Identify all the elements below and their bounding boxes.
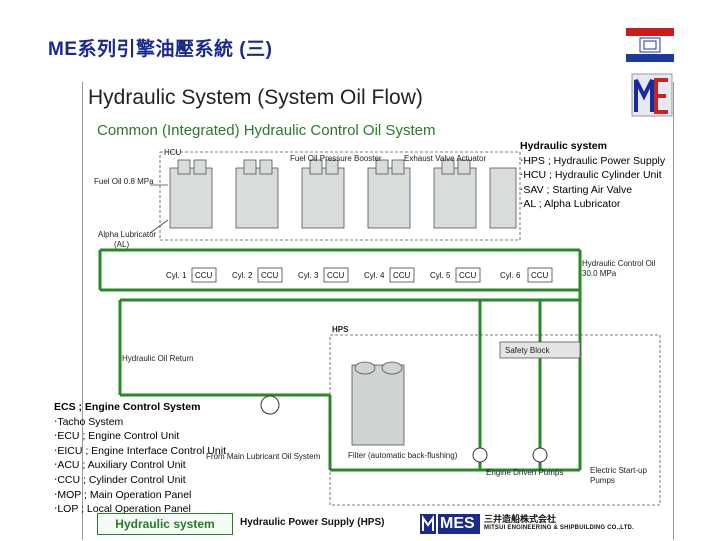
safety-block-label: Safety Block — [505, 346, 550, 355]
filter-unit — [351, 361, 405, 446]
hyd-pressure-label: 30.0 MPa — [582, 269, 617, 278]
hydraulic-system-legend: Hydraulic system ‧HPS ; Hydraulic Power … — [520, 139, 665, 212]
legend-item: ‧EICU ; Engine Interface Control Unit — [54, 444, 226, 457]
cyl-label: Cyl. 2 — [232, 271, 253, 280]
fuel-booster-label: Fuel Oil Pressure Booster — [290, 154, 382, 163]
hcu-frame — [159, 151, 521, 241]
legend-item: ‧HPS ; Hydraulic Power Supply — [520, 154, 666, 167]
fuel-oil-label: Fuel Oil 0.8 MPa — [94, 177, 154, 186]
ecs-legend: ECS ; Engine Control System ‧Tacho Syste… — [54, 400, 226, 517]
company-name: 三井造船株式会社 MITSUI ENGINEERING & SHIPBUILDI… — [484, 512, 672, 538]
ccu-label: CCU — [327, 271, 345, 280]
legend-item: ‧ECU ; Engine Control Unit — [54, 430, 180, 443]
legend-heading: ECS ; Engine Control System — [54, 401, 201, 413]
hydraulic-diagram-panel — [82, 82, 674, 540]
me-engine-logo — [631, 73, 673, 117]
engine-pumps-label: Engine Driven Pumps — [486, 468, 564, 477]
hydraulic-system-button[interactable]: Hydraulic system — [97, 513, 233, 535]
diagram-title: Hydraulic System (System Oil Flow) — [88, 86, 423, 109]
company-name-en: MITSUI ENGINEERING & SHIPBUILDING CO.,LT… — [484, 525, 634, 531]
cyl-label: Cyl. 1 — [166, 271, 187, 280]
hps-caption: Hydraulic Power Supply (HPS) — [240, 517, 385, 528]
hps-label: HPS — [332, 325, 349, 334]
mes-logo-text: MES — [440, 515, 475, 532]
safety-block — [499, 341, 581, 359]
legend-heading: Hydraulic system — [520, 140, 607, 152]
cyl-label: Cyl. 6 — [500, 271, 521, 280]
company-flag-logo — [626, 28, 674, 62]
exhaust-actuator-label: Exhaust Valve Actuator — [404, 154, 487, 163]
alpha-lub-label: Alpha Lubricator — [98, 230, 157, 239]
electric-pumps-label-2: Pumps — [590, 476, 615, 485]
cyl-label: Cyl. 3 — [298, 271, 319, 280]
legend-item: ‧CCU ; Cylinder Control Unit — [54, 473, 186, 486]
hps-frame — [329, 334, 661, 506]
ccu-label: CCU — [261, 271, 279, 280]
slide-title: ME系列引擎油壓系統 (三) — [48, 39, 273, 60]
from-main-lub-label: From Main Lubricant Oil System — [206, 452, 321, 461]
legend-item: ‧ACU ; Auxiliary Control Unit — [54, 459, 186, 472]
legend-item: ‧HCU ; Hydraulic Cylinder Unit — [520, 169, 662, 181]
hyd-control-oil-label: Hydraulic Control Oil — [582, 259, 656, 268]
company-name-jp: 三井造船株式会社 — [484, 514, 557, 524]
legend-item: ‧SAV ; Starting Air Valve — [520, 183, 633, 196]
ccu-label: CCU — [459, 271, 477, 280]
hcu-label: HCU — [164, 148, 182, 157]
alpha-abbr-label: (AL) — [114, 240, 130, 249]
pumps — [260, 395, 548, 463]
legend-item: ‧Tacho System — [54, 415, 124, 428]
electric-pumps-label-1: Electric Start-up — [590, 466, 647, 475]
diagram-subtitle: Common (Integrated) Hydraulic Control Oi… — [97, 122, 436, 139]
filter-label: Filter (automatic back-flushing) — [348, 451, 458, 460]
cyl-label: Cyl. 5 — [430, 271, 451, 280]
hcu-units — [169, 159, 517, 229]
mes-logo: MES — [420, 512, 480, 536]
legend-item: ‧MOP ; Main Operation Panel — [54, 488, 192, 501]
ccu-label: CCU — [531, 271, 549, 280]
ccu-label: CCU — [393, 271, 411, 280]
cyl-label: Cyl. 4 — [364, 271, 385, 280]
ccu-label: CCU — [195, 271, 213, 280]
hyd-return-label: Hydraulic Oil Return — [122, 354, 194, 363]
legend-item: ‧AL ; Alpha Lubricator — [520, 198, 621, 210]
legend-item: ‧LOP ; Local Operation Panel — [54, 503, 191, 516]
